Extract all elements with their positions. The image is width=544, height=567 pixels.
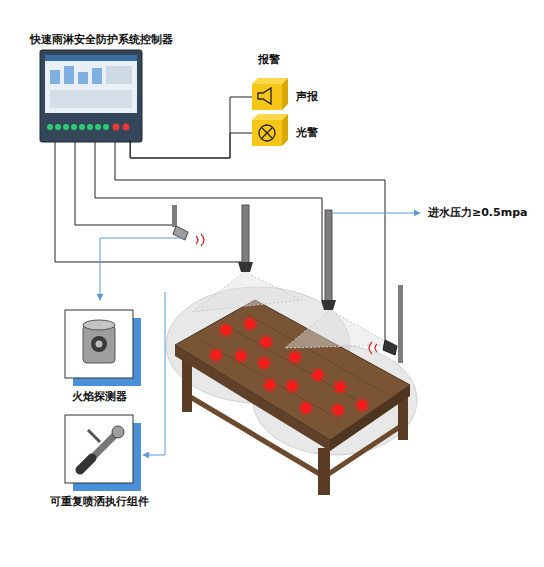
controller-button — [123, 124, 130, 131]
alarm-box-top — [252, 78, 288, 84]
node-label: 快速雨淋安全防护系统控制器 — [30, 33, 173, 46]
controller-screen — [45, 55, 137, 113]
executor-icon — [112, 426, 124, 438]
node-label: 可重复喷洒执行组件 — [50, 495, 149, 508]
speaker-symbol — [258, 88, 271, 104]
detector-thumbnail: 火焰探测器 — [65, 310, 133, 378]
alarm-wire — [130, 133, 252, 158]
spray-cone — [192, 272, 302, 312]
water-pipe — [325, 210, 332, 302]
flame-symbol — [286, 348, 304, 365]
flame-symbol — [257, 333, 275, 350]
flame-symbol — [261, 376, 279, 393]
signal-wire — [55, 140, 243, 262]
alarm-box-side — [282, 78, 288, 110]
controller-button — [113, 124, 120, 131]
flame-symbol — [297, 399, 315, 416]
controller-button — [79, 124, 85, 130]
detector-mount — [172, 205, 177, 227]
screen-header — [45, 55, 137, 61]
flame-symbol — [241, 315, 259, 332]
screen-bar — [50, 70, 60, 84]
executor-icon — [88, 430, 100, 442]
detection-wave — [196, 234, 204, 246]
screen-bar — [92, 68, 102, 84]
detector-head — [383, 340, 397, 355]
screen-bar — [64, 66, 74, 84]
thumbnail-frame — [65, 310, 133, 378]
light-alarm: 光警 — [252, 120, 282, 146]
controller-button — [63, 124, 69, 130]
lamp-symbol — [259, 125, 275, 141]
alarm-box-top — [252, 114, 288, 120]
executor-icon — [80, 458, 92, 470]
flame-symbol — [353, 396, 371, 413]
detector-icon — [83, 320, 115, 330]
sound-alarm: 声报 — [252, 84, 282, 110]
flame-symbol — [217, 321, 235, 338]
alarm-wire — [130, 97, 252, 158]
screen-panel — [50, 90, 132, 108]
node-label: 声报 — [296, 90, 318, 103]
executor-thumbnail: 可重复喷洒执行组件 — [65, 415, 133, 483]
controller-button — [47, 124, 53, 130]
detection-wave — [369, 342, 377, 354]
table-top — [175, 300, 410, 440]
flame-symbol — [232, 347, 250, 364]
flame-symbol — [207, 346, 225, 363]
controller-button — [71, 124, 77, 130]
controller-frame — [40, 50, 142, 142]
detector-lens — [96, 341, 103, 348]
executor-icon — [80, 432, 118, 470]
spray-cone — [285, 310, 392, 348]
pressure-note: 进水压力≥0.5mpa — [428, 206, 527, 219]
signal-wire — [75, 140, 176, 225]
flame-symbol — [283, 377, 301, 394]
screen-bar — [78, 72, 88, 84]
callout-pointer — [143, 292, 165, 455]
group-label: 报警 — [258, 53, 280, 66]
node-label: 火焰探测器 — [72, 390, 127, 403]
detector-lens — [91, 336, 107, 352]
detector-icon — [83, 325, 115, 363]
callout-pointer — [100, 238, 183, 300]
nozzle — [238, 262, 253, 272]
pressure-pointer — [332, 213, 420, 214]
controller-unit: 快速雨淋安全防护系统控制器 — [42, 52, 140, 140]
signal-wire — [95, 140, 322, 300]
node-label: 光警 — [296, 126, 318, 139]
controller-button — [55, 124, 61, 130]
table-leg — [318, 448, 330, 495]
flame-symbol — [309, 366, 327, 383]
alarm-box-front — [252, 84, 282, 110]
controller-button — [87, 124, 93, 130]
nozzle — [321, 300, 336, 310]
thumbnail-frame — [65, 415, 133, 483]
water-pipe — [242, 205, 249, 265]
controller-button — [103, 124, 109, 130]
detector-mount — [398, 285, 403, 363]
alarm-box-front — [252, 120, 282, 146]
controller-button — [95, 124, 101, 130]
screen-panel — [106, 66, 132, 84]
flame-symbol — [331, 378, 349, 395]
alarm-box-side — [282, 114, 288, 146]
flame-symbol — [255, 354, 273, 371]
lamp-symbol — [262, 128, 273, 139]
flame-symbol — [329, 401, 347, 418]
